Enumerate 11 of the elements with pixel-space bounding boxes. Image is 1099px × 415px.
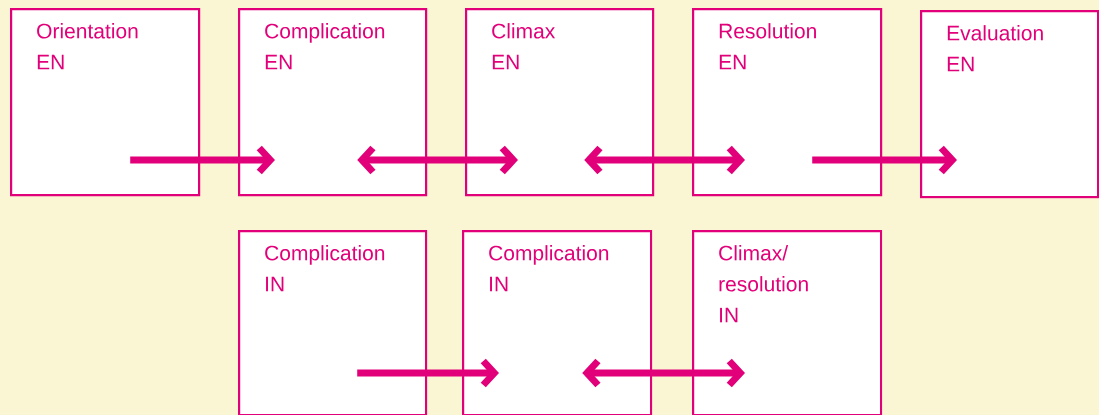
stage-box: Resolution EN <box>692 8 883 197</box>
stage-box: Evaluation EN <box>920 10 1099 199</box>
stage-box: Complication IN <box>238 230 428 415</box>
stage-box: Orientation EN <box>10 8 201 197</box>
stage-box: Climax/ resolution IN <box>692 230 883 415</box>
arrow <box>357 145 518 175</box>
arrow <box>584 145 745 175</box>
stage-box: Complication IN <box>462 230 653 415</box>
stage-box: Climax EN <box>465 8 655 197</box>
stage-box: Complication EN <box>238 8 428 197</box>
arrow <box>582 358 745 388</box>
